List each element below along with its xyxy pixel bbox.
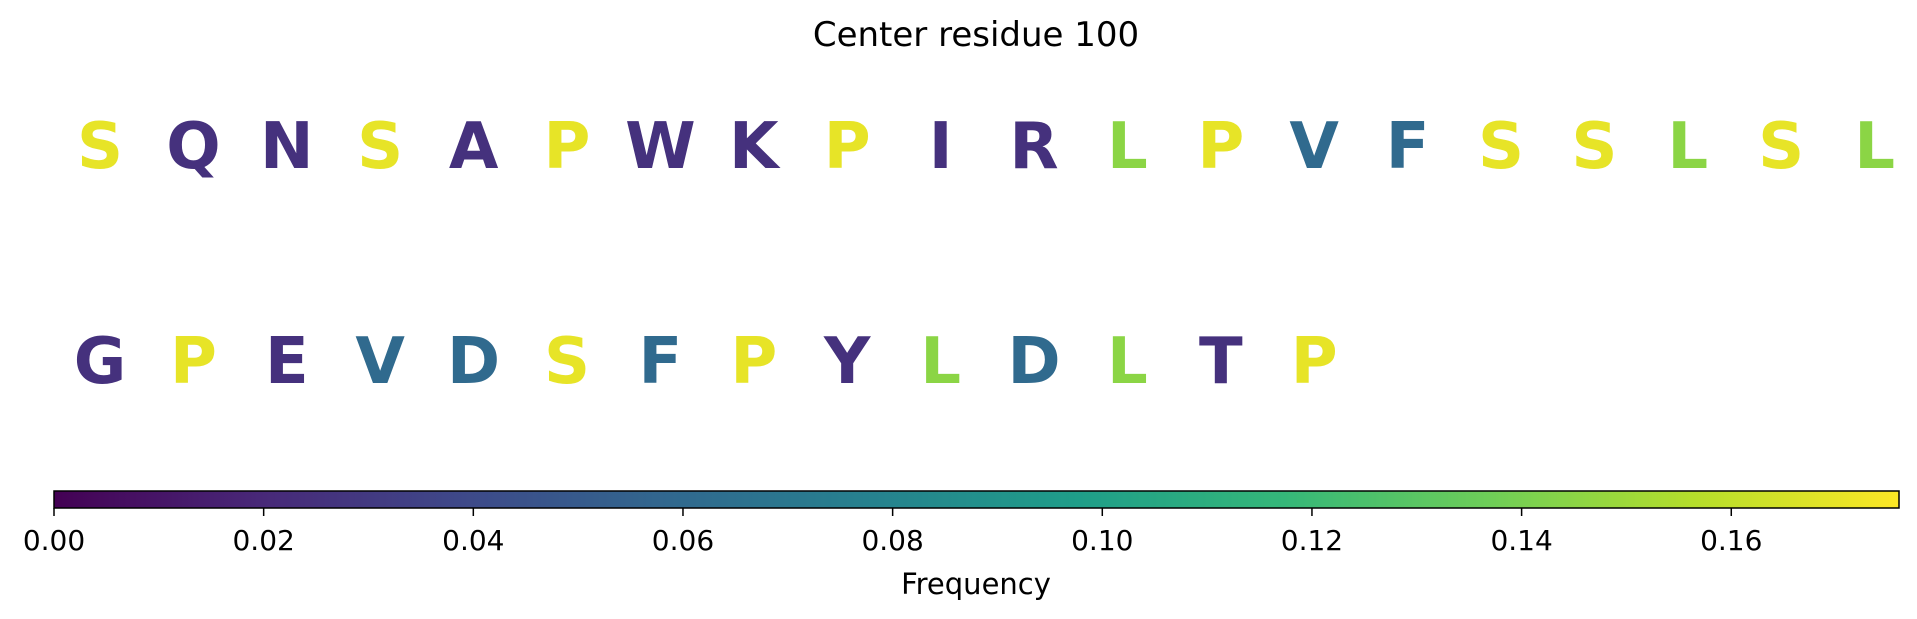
residue-letter: S [1758, 110, 1804, 184]
residue-letter: I [929, 110, 953, 184]
residue-letter: Y [823, 325, 871, 399]
residue-letter: R [1009, 110, 1058, 184]
residue-letter: S [357, 110, 403, 184]
residue-letter: S [1571, 110, 1617, 184]
residue-letter: S [77, 110, 123, 184]
residue-letter: E [265, 325, 309, 399]
colorbar-tick-label: 0.06 [652, 524, 714, 557]
residue-letter: T [1199, 325, 1243, 399]
residue-letter: D [1007, 325, 1060, 399]
residue-letter: L [920, 325, 961, 399]
colorbar-tick-label: 0.12 [1281, 524, 1343, 557]
residue-letter: P [730, 325, 777, 399]
residue-letter: V [355, 325, 405, 399]
colorbar-gradient [53, 490, 1900, 509]
residue-letter: L [1107, 110, 1148, 184]
colorbar-label: Frequency [901, 567, 1051, 601]
colorbar-tick-label: 0.08 [861, 524, 923, 557]
residue-letter: L [1854, 110, 1895, 184]
residue-letter: D [447, 325, 500, 399]
chart-title: Center residue 100 [813, 15, 1139, 55]
colorbar-tick-label: 0.14 [1490, 524, 1552, 557]
residue-letter: P [1291, 325, 1338, 399]
residue-letter: G [74, 325, 127, 399]
residue-letter: Q [166, 110, 220, 184]
residue-letter: P [824, 110, 871, 184]
residue-letter: A [449, 110, 499, 184]
colorbar-tick-label: 0.16 [1700, 524, 1762, 557]
residue-letter: V [1289, 110, 1339, 184]
residue-letter: F [639, 325, 683, 399]
residue-letter: P [544, 110, 591, 184]
residue-letter: K [729, 110, 781, 184]
residue-letter: F [1386, 110, 1430, 184]
residue-letter: L [1667, 110, 1708, 184]
colorbar-ticks: 0.00 0.02 0.04 0.06 0.08 0.10 0.12 0.14 0.16 [23, 508, 1762, 557]
residue-letter: P [1197, 110, 1244, 184]
residue-letter: P [170, 325, 217, 399]
residue-letter: S [544, 325, 590, 399]
residue-letter: S [1478, 110, 1524, 184]
colorbar-tick-label: 0.04 [442, 524, 504, 557]
colorbar-tick-label: 0.00 [23, 524, 85, 557]
colorbar-tick-label: 0.10 [1071, 524, 1133, 557]
residue-letter: L [1107, 325, 1148, 399]
residue-letter: W [625, 110, 696, 184]
colorbar: 0.00 0.02 0.04 0.06 0.08 0.10 0.12 0.14 0.16 Fre… [23, 490, 1900, 601]
colorbar-tick-label: 0.02 [232, 524, 294, 557]
residue-letter: N [260, 110, 314, 184]
